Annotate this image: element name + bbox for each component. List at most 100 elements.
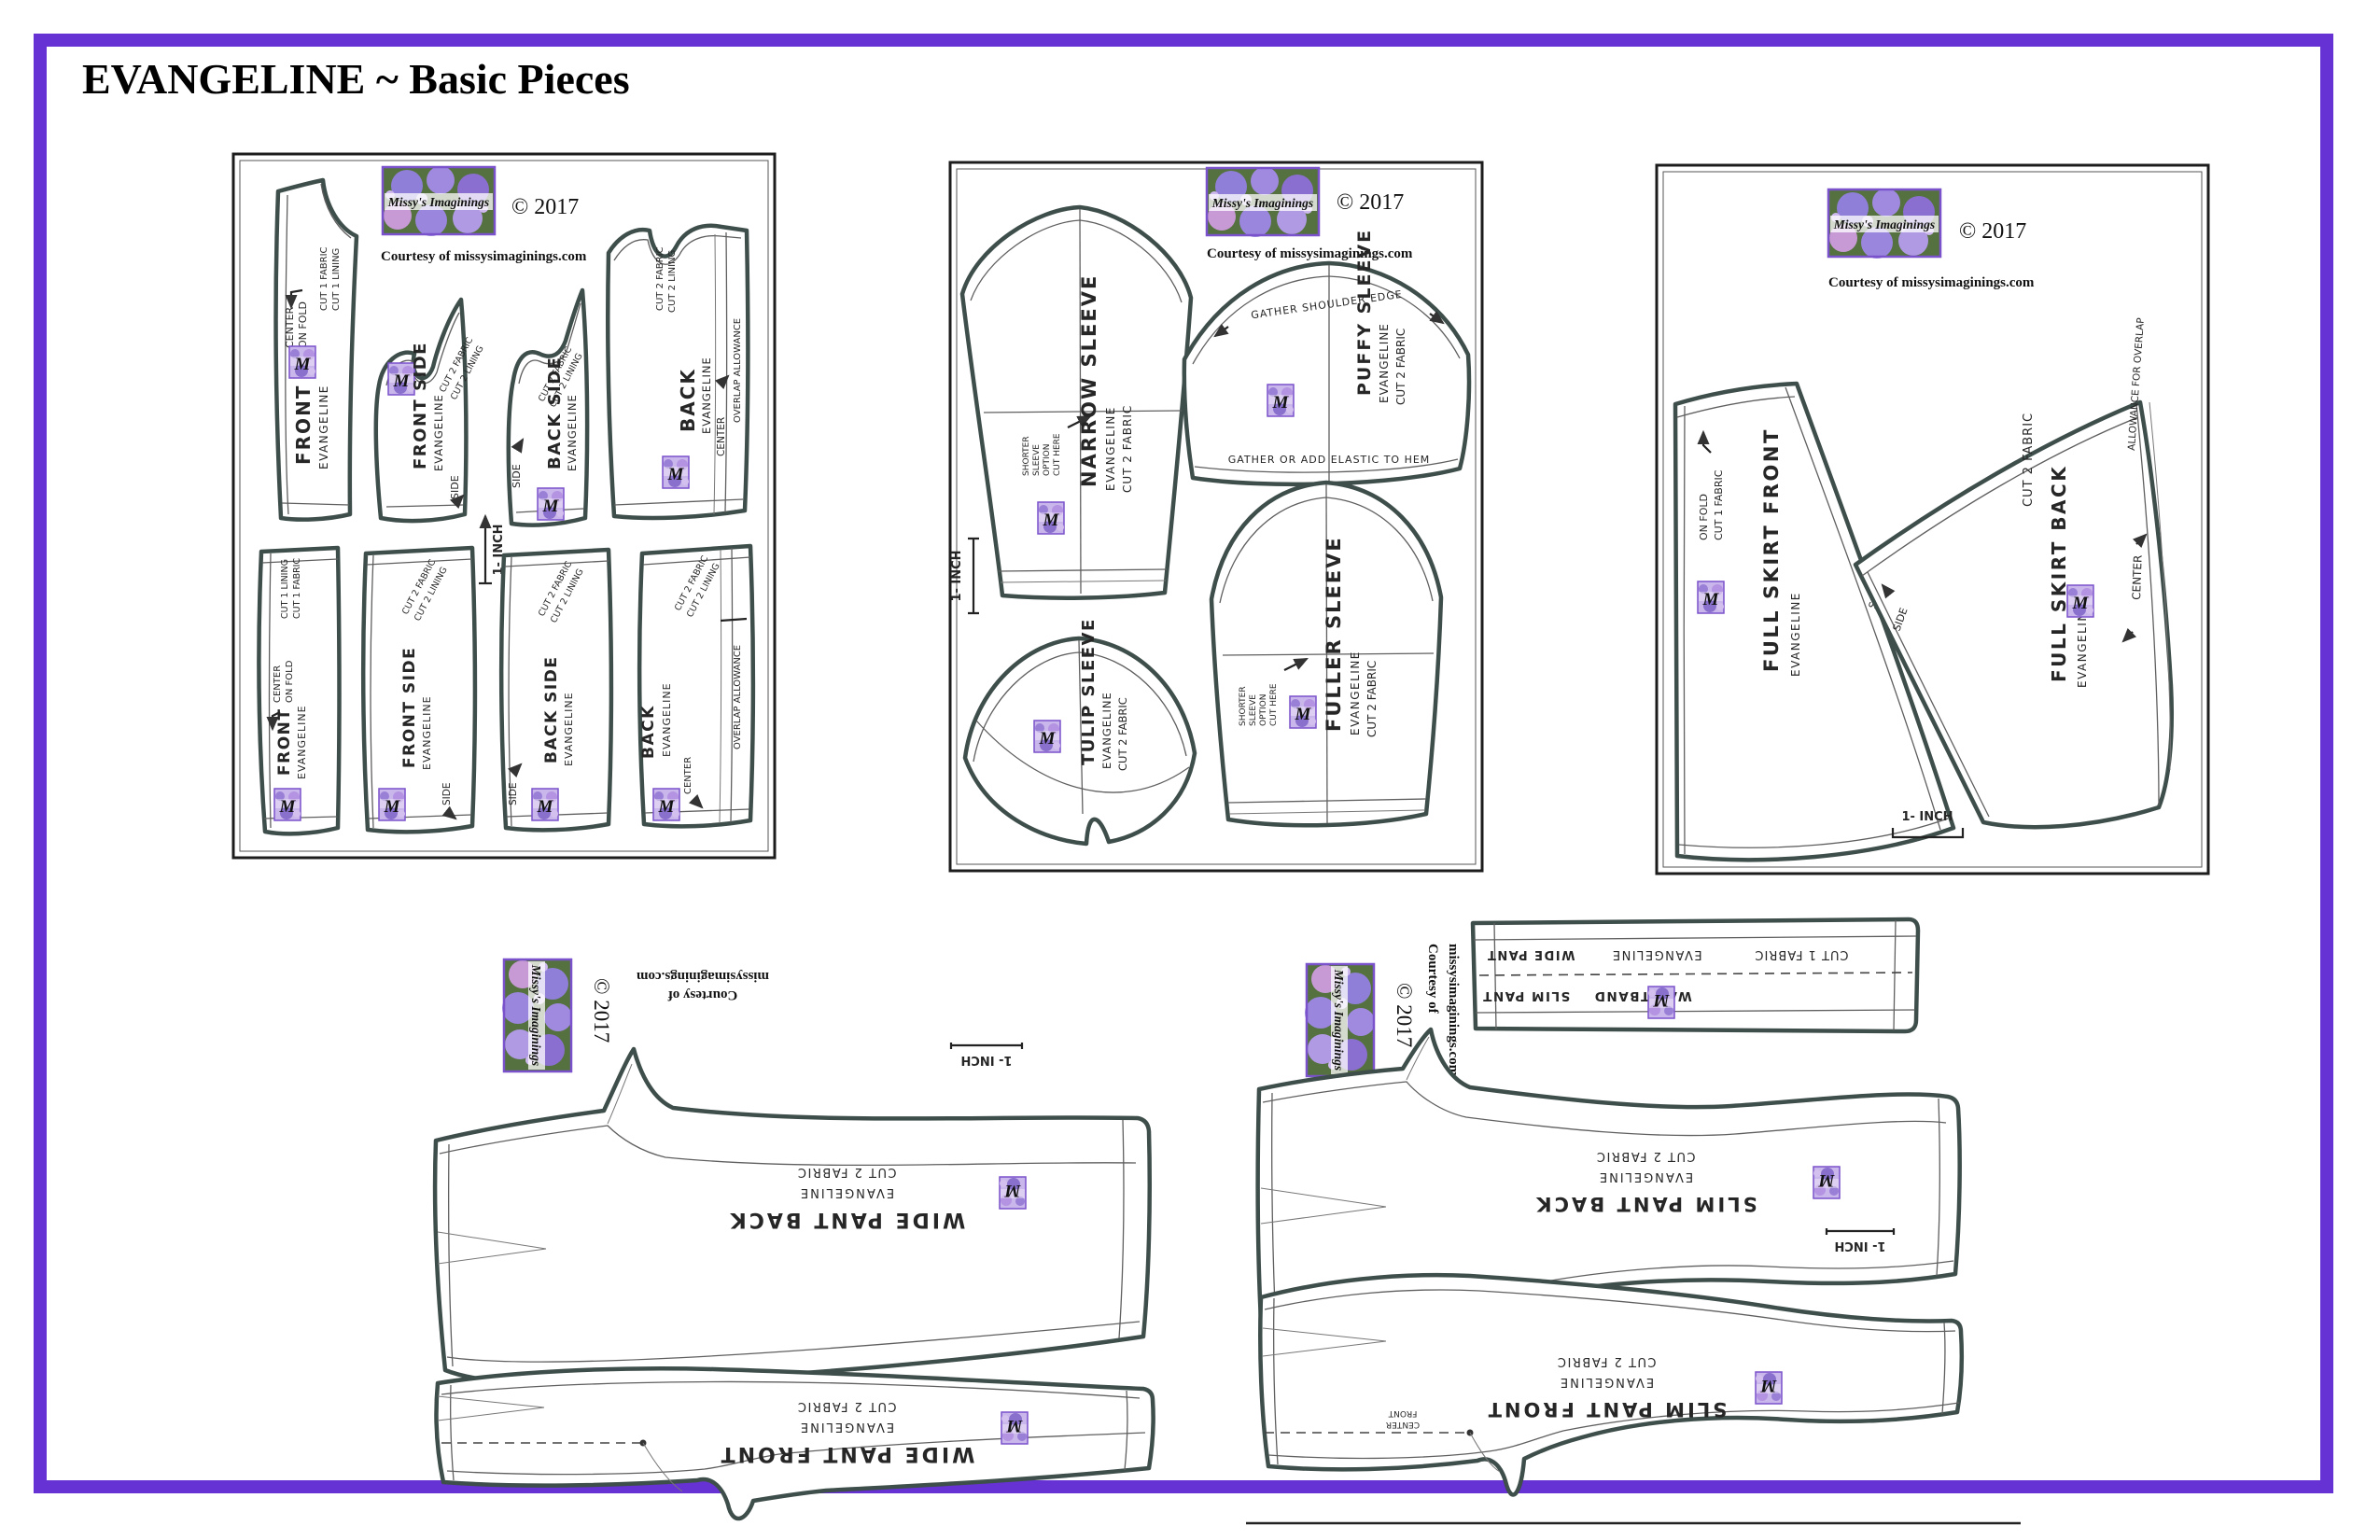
piece-label: CENTER bbox=[273, 665, 283, 703]
piece-name: NARROW SLEEVE bbox=[1078, 274, 1100, 487]
piece-label: SLEEVE bbox=[1249, 694, 1258, 726]
piece-label: CUT HERE bbox=[1269, 683, 1279, 726]
rotated-banner-logo bbox=[500, 958, 574, 1073]
piece-waistband: WIDE PANT EVANGELINE CUT 1 FABRIC SLIM P… bbox=[1470, 917, 1921, 1034]
piece-label: CUT 2 FABRIC bbox=[1595, 1149, 1695, 1163]
piece-brand: EVANGELINE bbox=[1378, 323, 1391, 403]
piece-label: CUT 1 FABRIC bbox=[292, 558, 302, 619]
piece-label: SIDE bbox=[508, 783, 519, 805]
piece-name: BACK SIDE bbox=[542, 656, 561, 763]
sheet-wide-pants: © 2017 Courtesy of missysimaginings.com … bbox=[425, 924, 1176, 1521]
piece-tulip-sleeve: TULIP SLEEVE EVANGELINE CUT 2 FABRIC bbox=[962, 618, 1197, 847]
piece-label: CUT 1 FABRIC bbox=[1754, 947, 1848, 961]
piece-label: OVERLAP ALLOWANCE bbox=[733, 645, 743, 749]
sheet-bodice: © 2017 Courtesy of missysimaginings.com … bbox=[231, 152, 777, 860]
piece-label: SLEEVE bbox=[1032, 444, 1042, 476]
svg-text:FRONT: FRONT bbox=[1388, 1408, 1417, 1418]
piece-wide-pant-back: WIDE PANT BACK EVANGELINE CUT 2 FABRIC bbox=[432, 1046, 1152, 1388]
scale-label: 1- INCH bbox=[1834, 1239, 1885, 1253]
piece-bodice-back-lining: CUT 2 FABRIC CUT 2 LINING EVANGELINE BAC… bbox=[637, 543, 756, 829]
piece-narrow-sleeve: SHORTER SLEEVE OPTION CUT HERE NARROW SL… bbox=[959, 204, 1194, 600]
piece-brand: EVANGELINE bbox=[421, 695, 433, 770]
piece-full-skirt-front: ON FOLD CUT 1 FABRIC FULL SKIRT FRONT EV… bbox=[1673, 381, 1956, 862]
piece-label: CENTER bbox=[716, 417, 727, 456]
piece-brand: EVANGELINE bbox=[1349, 651, 1362, 735]
piece-bodice-back-side: SIDE CUT 2 FABRIC CUT 2 LINING BACK SIDE… bbox=[506, 287, 590, 527]
piece-label: CUT 2 FABRIC bbox=[1121, 405, 1134, 493]
piece-label: CUT 2 FABRIC bbox=[1116, 697, 1129, 771]
sheet-sleeves: © 2017 Courtesy of missysimaginings.com … bbox=[948, 161, 1484, 873]
piece-bodice-back: CUT 2 FABRIC CUT 2 LINING BACK EVANGELIN… bbox=[606, 223, 750, 521]
piece-brand: EVANGELINE bbox=[1598, 1169, 1693, 1183]
piece-label: CUT 2 LINING bbox=[667, 250, 678, 313]
piece-brand: EVANGELINE bbox=[317, 385, 330, 469]
piece-name: FULLER SLEEVE bbox=[1323, 536, 1345, 732]
piece-label: CUT 2 FABRIC bbox=[655, 246, 665, 311]
piece-name: FRONT SIDE bbox=[400, 647, 419, 768]
piece-name: FRONT SIDE bbox=[411, 342, 430, 469]
piece-label: CENTER bbox=[2130, 554, 2145, 600]
piece-label: SHORTER bbox=[1022, 436, 1031, 476]
piece-label: CUT 2 FABRIC bbox=[1556, 1354, 1656, 1368]
piece-bodice-front-side: FRONT SIDE EVANGELINE CUT 2 FABRIC CUT 2… bbox=[373, 297, 486, 524]
piece-name: BACK SIDE bbox=[545, 357, 565, 469]
piece-name: PUFFY SLEEVE bbox=[1354, 229, 1375, 396]
sheet-slim-pants: © 2017 Courtesy of missysimaginings.com … bbox=[1246, 910, 2021, 1531]
piece-full-skirt-back: SIDE CUT 2 FABRIC ALLOWANCE FOR OVERLAP … bbox=[1853, 317, 2175, 830]
piece-label: SHORTER bbox=[1239, 686, 1248, 726]
page-title: EVANGELINE ~ Basic Pieces bbox=[82, 55, 630, 103]
courtesy-line: Courtesy of missysimaginings.com bbox=[381, 249, 587, 264]
center-front-label: CENTER FRONT bbox=[1386, 1408, 1420, 1429]
piece-name: WIDE PANT FRONT bbox=[719, 1442, 975, 1465]
piece-brand: EVANGELINE bbox=[1789, 592, 1802, 677]
piece-label: CUT 1 LINING bbox=[331, 248, 342, 311]
piece-brand: EVANGELINE bbox=[563, 692, 575, 766]
piece-name: TULIP SLEEVE bbox=[1079, 618, 1099, 765]
piece-name: WIDE PANT BACK bbox=[728, 1208, 966, 1231]
piece-label: ON FOLD bbox=[1698, 494, 1710, 540]
piece-name: WAISTBAND bbox=[1593, 988, 1691, 1003]
piece-name: BACK bbox=[677, 368, 699, 432]
piece-label: ON FOLD bbox=[297, 301, 309, 348]
copyright: © 2017 bbox=[590, 978, 613, 1043]
piece-name: BACK bbox=[639, 705, 658, 759]
copyright: © 2017 bbox=[1337, 190, 1404, 215]
scale-marker: 1- INCH bbox=[949, 1043, 1024, 1067]
piece-label: CUT HERE bbox=[1053, 433, 1062, 476]
piece-label: OPTION bbox=[1259, 694, 1268, 726]
piece-label: CENTER bbox=[683, 757, 693, 794]
piece-brand: EVANGELINE bbox=[1611, 947, 1701, 961]
piece-name: FULL SKIRT BACK bbox=[2048, 465, 2070, 682]
piece-brand: EVANGELINE bbox=[1559, 1375, 1654, 1389]
scale-marker: 1- INCH bbox=[950, 537, 979, 615]
copyright: © 2017 bbox=[1959, 219, 2026, 244]
rotated-banner-logo bbox=[1303, 962, 1377, 1078]
piece-label: WIDE PANT bbox=[1486, 947, 1575, 961]
svg-text:CENTER: CENTER bbox=[1386, 1420, 1420, 1429]
piece-name: SLIM PANT BACK bbox=[1533, 1193, 1757, 1215]
copyright: © 2017 bbox=[1393, 983, 1416, 1047]
piece-label: CUT 2 FABRIC bbox=[796, 1399, 896, 1413]
piece-brand: EVANGELINE bbox=[661, 682, 673, 757]
piece-bodice-front-lining: CUT 1 LINING CUT 1 FABRIC CENTER ON FOLD… bbox=[257, 545, 342, 836]
piece-name: FRONT bbox=[275, 708, 294, 776]
copyright: © 2017 bbox=[511, 195, 579, 219]
piece-label: SIDE bbox=[441, 783, 453, 805]
svg-text:missysimaginings.com: missysimaginings.com bbox=[636, 969, 769, 984]
piece-label: CUT 2 FABRIC bbox=[1394, 329, 1407, 405]
piece-label: OPTION bbox=[1043, 444, 1052, 476]
piece-label: GATHER OR ADD ELASTIC TO HEM bbox=[1228, 454, 1431, 466]
piece-label: CUT 1 FABRIC bbox=[319, 246, 329, 311]
courtesy-block: Courtesy of missysimaginings.com bbox=[636, 969, 769, 1002]
svg-text:missysimaginings.com: missysimaginings.com bbox=[1446, 944, 1461, 1077]
courtesy-block: Courtesy of missysimaginings.com bbox=[1425, 944, 1461, 1077]
scale-marker: 1- INCH bbox=[1891, 810, 1965, 839]
piece-name: FULL SKIRT FRONT bbox=[1760, 427, 1783, 672]
scale-label: 1- INCH bbox=[1901, 810, 1953, 824]
piece-label: ON FOLD bbox=[285, 660, 295, 703]
svg-text:Courtesy of: Courtesy of bbox=[1425, 944, 1440, 1015]
piece-brand: EVANGELINE bbox=[799, 1420, 894, 1434]
piece-label: CENTER bbox=[284, 306, 296, 348]
piece-brand: EVANGELINE bbox=[1104, 406, 1117, 491]
